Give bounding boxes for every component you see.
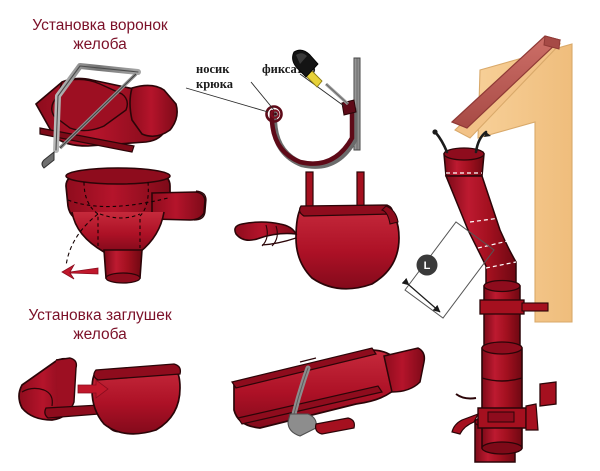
connector-clip-foot: [315, 417, 355, 435]
panel-gutter-connector: [231, 347, 426, 437]
leader-hook-nose-long: [185, 87, 269, 113]
gutter-bevel-left: [51, 78, 129, 132]
connector-locking-clip: [287, 413, 317, 437]
funnel-spigot-rim: [105, 272, 141, 284]
downpipe-funnel-rim: [443, 147, 485, 161]
funnel-hidden-lines: [67, 181, 169, 248]
hook-nose-spiral: [265, 105, 283, 123]
wall-facade: [477, 43, 573, 323]
connector-seal-strip-edge: [293, 367, 309, 415]
funnel-stub-rim: [193, 190, 207, 221]
gutter-right-clip: [380, 205, 399, 225]
funnel-direction-arrow: [61, 263, 99, 280]
endcap-insert-arrow: [77, 379, 109, 399]
panel-endcap-insert: [18, 357, 182, 435]
gutter-receiving-rim: [93, 363, 182, 381]
dimension-arrow: [401, 277, 441, 313]
downpipe-vertical-rim: [483, 279, 521, 293]
downpipe-collar-band: [479, 299, 525, 315]
panel-gutter-brackets: [234, 171, 400, 290]
gutter-left-nose: [234, 221, 298, 241]
hacksaw-frame-outline: [55, 65, 139, 151]
funnel-wire-hook-right-end: [484, 132, 491, 137]
hacksaw-blade-edge: [59, 73, 137, 149]
panel-pipe-bracket: [451, 341, 557, 455]
downpipe-wall-spike: [521, 302, 549, 312]
funnel-top-rim: [65, 167, 171, 185]
gutter-trough: [295, 206, 400, 290]
screwdriver-handle-highlight: [296, 53, 307, 64]
hacksaw-handle: [41, 150, 55, 169]
heading-endcap-installation: Установка заглушек желоба: [28, 307, 172, 343]
bracket-pipe-bottom-rim: [481, 441, 523, 455]
gutter-end-detail: [107, 425, 121, 433]
bracket-pipe-socket-seam: [481, 377, 523, 382]
funnel-wire-hook-left: [434, 131, 449, 154]
funnel-wire-hook-left-end: [432, 129, 438, 135]
connector-back-rim: [231, 347, 377, 389]
hacksaw: [41, 63, 141, 169]
dimension-label-L: L: [424, 260, 431, 272]
gutter-lower-lip: [39, 127, 135, 153]
pipe-clamp-ear-right: [525, 403, 539, 431]
gutter-offcut-right: [129, 84, 178, 138]
gutter-nose-crease-a: [271, 225, 278, 247]
leader-fixator: [299, 73, 345, 107]
pipe-wall-spike: [451, 412, 480, 435]
hook-shadow: [270, 106, 358, 169]
connector-seam: [299, 357, 317, 363]
gutter-rear-rim: [298, 204, 394, 217]
funnel-wire-hook-right: [474, 130, 488, 154]
heading-funnel-installation: Установка воронок желоба: [32, 17, 168, 53]
callout-hook-nose: носик крюка: [196, 62, 233, 91]
downpipe-bend-seams: [469, 217, 517, 269]
leader-hook-nose: [250, 81, 275, 111]
dimension-L: L: [401, 221, 495, 319]
panel-funnel-outlet: [61, 167, 207, 284]
bracket-pipe-top-rim: [481, 341, 523, 355]
pipe-clamp-plate: [487, 411, 515, 423]
detached-bracket-plate: [539, 381, 557, 407]
end-cap-crease: [21, 387, 53, 407]
pipe-clamp-bolt: [455, 393, 477, 400]
connector-right-stub: [383, 347, 426, 393]
funnel-taper: [71, 211, 165, 253]
roof-edge-cap: [543, 35, 561, 50]
panel-hook-detail: [185, 49, 361, 169]
funnel-swing-arc: [65, 213, 99, 267]
gutter-nose-lower: [261, 237, 297, 246]
panel-cut-gutter: [34, 63, 178, 169]
dimension-badge: [416, 254, 438, 276]
downpipe-offset-bend: [444, 175, 517, 289]
screwdriver: [292, 49, 350, 106]
connector-front-rim: [237, 385, 383, 425]
bracket-pipe-body: [481, 347, 523, 449]
hook-curve: [269, 105, 355, 166]
screwdriver-shaft-edge: [325, 83, 349, 105]
